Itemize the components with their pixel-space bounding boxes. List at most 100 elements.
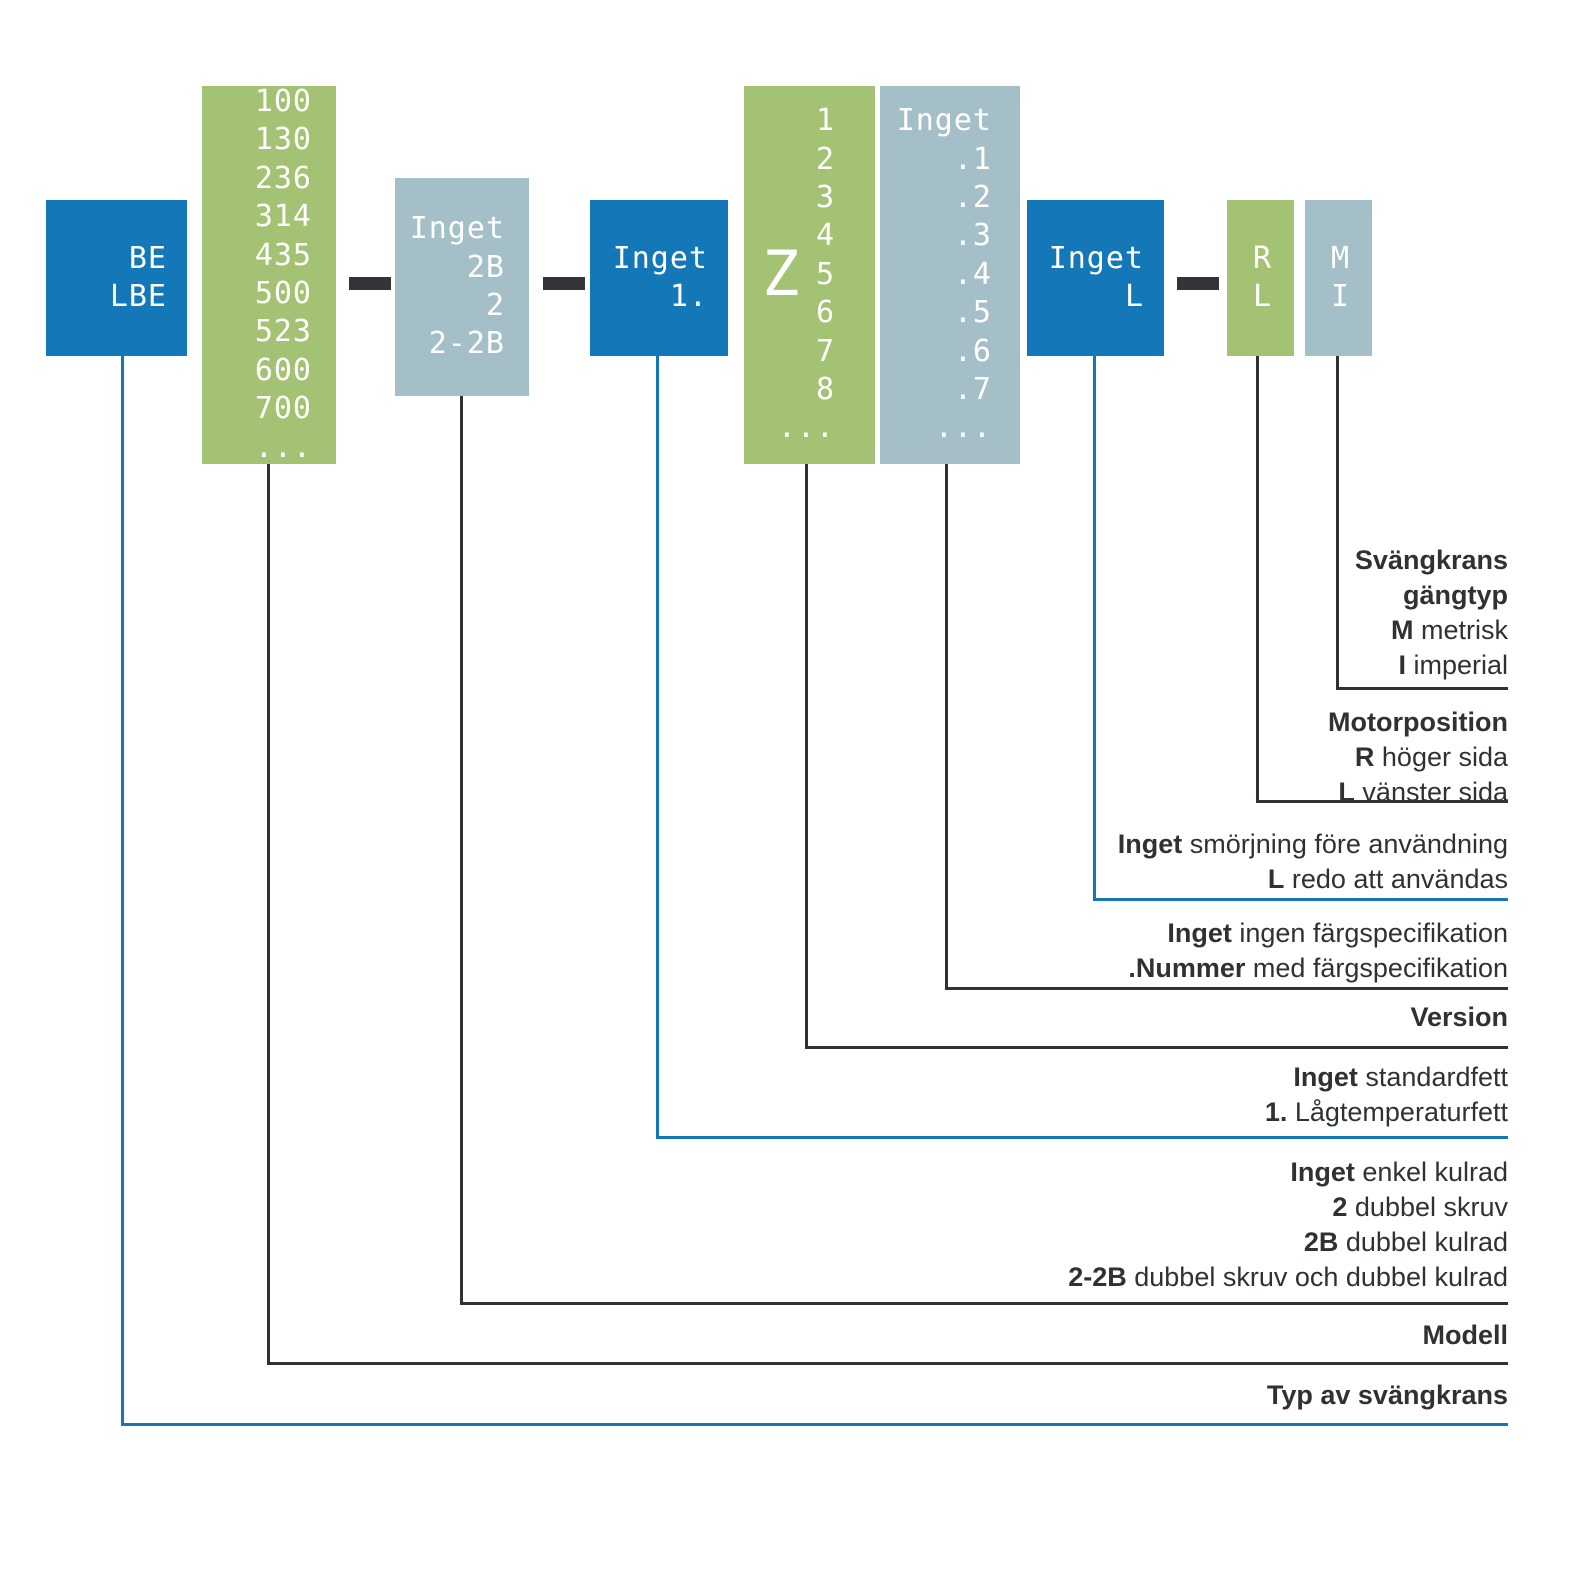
block-version-line-8: ... — [777, 410, 835, 446]
legend-desc: ingen färgspecifikation — [1231, 918, 1508, 948]
legend-key: 2 — [1332, 1192, 1348, 1223]
legend-thread-type: Svängkrans gängtyp M metrisk I imperial — [1355, 543, 1508, 683]
separator-dash-1 — [349, 277, 391, 290]
block-lubrication-line-0: Inget — [1048, 240, 1144, 276]
legend-key: Inget — [1290, 1157, 1355, 1187]
block-version-line-1: 2 — [815, 141, 835, 177]
block-model-line-8: 700 — [254, 391, 312, 427]
legend-key: L — [1267, 864, 1285, 895]
legend-model: Modell — [1423, 1318, 1509, 1353]
block-version-line-6: 7 — [815, 333, 835, 369]
leader-hline-variant — [460, 1302, 1508, 1305]
block-version-prefix: Z — [762, 237, 800, 310]
block-color-spec[interactable]: Inget .1 .2 .3 .4 .5 .6 .7 ... — [880, 86, 1020, 464]
block-model-line-6: 523 — [254, 314, 312, 350]
block-model[interactable]: 100 130 236 314 435 500 523 600 700 ... — [202, 84, 336, 465]
legend-desc: redo att användas — [1284, 864, 1508, 895]
legend-desc: smörjning före användning — [1182, 829, 1508, 859]
legend-desc: Lågtemperaturfett — [1287, 1097, 1508, 1128]
block-color-spec-line-0: Inget — [896, 103, 992, 139]
block-variant-line-2: 2 — [485, 288, 505, 323]
legend-key: Inget — [1293, 1062, 1358, 1092]
block-thread-type-line-0: M — [1330, 240, 1350, 276]
block-version-line-5: 6 — [815, 295, 835, 331]
leader-vline-version — [805, 464, 808, 1049]
block-color-spec-line-1: .1 — [953, 141, 992, 177]
legend-grease: Inget standardfett 1. Lågtemperaturfett — [1265, 1060, 1508, 1130]
block-thread-type-line-1: I — [1330, 279, 1350, 314]
block-model-line-0: 100 — [254, 84, 312, 120]
legend-row: Inget ingen färgspecifikation — [1128, 916, 1508, 951]
block-lubrication[interactable]: Inget L — [1027, 200, 1164, 356]
legend-key: Inget — [1167, 918, 1232, 948]
leader-hline-lubrication — [1093, 898, 1508, 901]
separator-dash-2 — [543, 277, 585, 290]
block-color-spec-line-5: .5 — [953, 295, 992, 331]
block-color-spec-line-4: .4 — [953, 256, 992, 292]
legend-key: Inget — [1117, 829, 1183, 859]
legend-row: Version — [1410, 1000, 1508, 1035]
block-version[interactable]: 1 2 3 4 5 6 7 8 ... — [744, 86, 875, 464]
legend-desc: höger sida — [1374, 742, 1508, 773]
legend-row: Motorposition — [1328, 705, 1508, 740]
legend-key: Version — [1410, 1002, 1508, 1032]
block-grease-line-0: Inget — [612, 240, 708, 276]
block-type-line-0: BE — [128, 240, 167, 276]
block-motor-position[interactable]: R L — [1227, 200, 1294, 356]
legend-key: .Nummer — [1128, 953, 1246, 984]
block-model-line-1: 130 — [254, 122, 312, 158]
block-model-line-5: 500 — [254, 276, 312, 311]
block-version-line-0: 1 — [815, 103, 835, 139]
block-model-line-4: 435 — [254, 237, 312, 273]
separator-dash-3 — [1177, 277, 1219, 290]
block-model-line-7: 600 — [254, 352, 312, 388]
leader-vline-grease — [656, 356, 659, 1139]
legend-row: gängtyp — [1355, 578, 1508, 613]
block-color-spec-line-3: .3 — [953, 218, 992, 254]
legend-desc: dubbel skruv — [1347, 1192, 1508, 1223]
legend-row: 1. Lågtemperaturfett — [1265, 1095, 1508, 1130]
legend-row: .Nummer med färgspecifikation — [1128, 951, 1508, 986]
block-type[interactable]: BE LBE — [46, 200, 187, 356]
leader-hline-motor-position — [1256, 800, 1508, 803]
legend-row: L vänster sida — [1328, 775, 1508, 810]
legend-desc: standardfett — [1357, 1062, 1508, 1092]
legend-key: 2-2B — [1068, 1262, 1127, 1293]
block-thread-type[interactable]: M I — [1305, 200, 1372, 356]
leader-vline-thread-type — [1336, 356, 1339, 690]
legend-row: M metrisk — [1355, 613, 1508, 648]
leader-vline-color-spec — [945, 464, 948, 990]
leader-vline-variant — [460, 396, 463, 1305]
legend-row: Typ av svängkrans — [1267, 1378, 1508, 1413]
leader-vline-motor-position — [1256, 356, 1259, 803]
legend-desc: vänster sida — [1354, 777, 1508, 808]
block-color-spec-line-2: .2 — [953, 180, 992, 216]
leader-hline-color-spec — [945, 987, 1508, 990]
legend-row: Svängkrans — [1355, 543, 1508, 578]
legend-row: Modell — [1423, 1318, 1509, 1353]
block-version-line-4: 5 — [815, 256, 835, 292]
leader-vline-model — [267, 464, 270, 1365]
legend-lubrication: Inget smörjning före användning L redo a… — [1118, 827, 1508, 897]
legend-desc: dubbel kulrad — [1338, 1227, 1508, 1258]
block-motor-position-line-1: L — [1252, 279, 1272, 314]
block-grease[interactable]: Inget 1. — [590, 200, 728, 356]
block-grease-line-1: 1. — [669, 279, 708, 314]
block-variant[interactable]: Inget 2B 2 2-2B — [395, 178, 529, 396]
legend-key: 1. — [1264, 1097, 1288, 1128]
legend-row: Inget standardfett — [1265, 1060, 1508, 1095]
block-color-spec-line-7: .7 — [953, 371, 992, 407]
legend-color-spec: Inget ingen färgspecifikation .Nummer me… — [1128, 916, 1508, 986]
legend-desc: metrisk — [1413, 615, 1508, 646]
block-version-line-2: 3 — [815, 180, 835, 216]
leader-hline-type — [121, 1423, 1508, 1426]
legend-key: 2B — [1303, 1227, 1339, 1258]
legend-desc: med färgspecifikation — [1245, 953, 1508, 984]
legend-motor-position: Motorposition R höger sida L vänster sid… — [1328, 705, 1508, 810]
leader-vline-type — [121, 356, 124, 1426]
block-lubrication-line-1: L — [1124, 279, 1144, 314]
legend-desc: dubbel skruv och dubbel kulrad — [1126, 1262, 1508, 1293]
legend-row: I imperial — [1355, 648, 1508, 683]
legend-key: L — [1338, 777, 1355, 808]
